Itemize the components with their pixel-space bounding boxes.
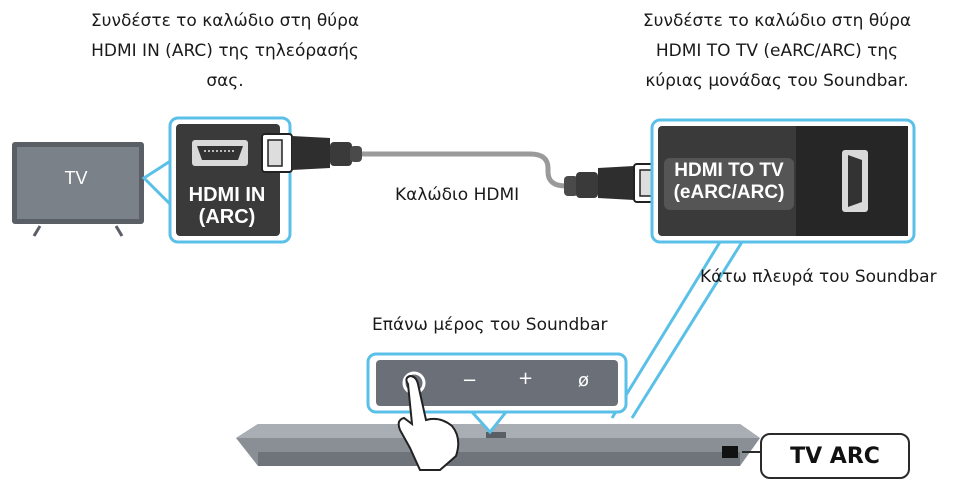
hdmi-cable — [360, 151, 570, 189]
tv-connection-callout: Συνδέστε το καλώδιο στη θύρα HDMI IN (AR… — [60, 6, 390, 96]
port-label-text: (eARC/ARC) — [673, 182, 785, 203]
soundbar-connection-callout: Συνδέστε το καλώδιο στη θύρα HDMI TO TV … — [612, 6, 942, 96]
button-panel — [376, 360, 618, 406]
callout-text: HDMI TO TV (eARC/ARC) της — [655, 41, 899, 61]
callout-line — [610, 241, 722, 419]
soundbar-illustration — [236, 424, 760, 466]
hdmi-plug-right — [564, 163, 663, 203]
hdmi-in-port-label: HDMI IN (ARC) — [184, 184, 270, 228]
port-label-text: HDMI TO TV — [674, 160, 784, 181]
tv-illustration — [12, 142, 144, 237]
callout-text: Συνδέστε το καλώδιο στη θύρα — [642, 11, 912, 31]
hdmi-plug-left — [261, 133, 362, 173]
cable-label: Καλώδιο HDMI — [395, 185, 520, 205]
hdmi-to-tv-port-label: HDMI TO TV (eARC/ARC) — [668, 160, 790, 204]
callout-text: Συνδέστε το καλώδιο στη θύρα — [90, 11, 360, 31]
mic-button[interactable]: ø — [578, 370, 590, 391]
volume-up-button[interactable]: + — [518, 368, 534, 389]
tv-callout-pointer — [141, 157, 174, 210]
hdmi-in-port-icon — [192, 140, 248, 166]
volume-down-button[interactable]: − — [462, 370, 478, 391]
soundbar-bottom-label: Κάτω πλευρά του Soundbar — [700, 267, 937, 287]
hand-icon — [397, 374, 460, 471]
hdmi-to-tv-port-icon — [842, 150, 868, 212]
callout-text: HDMI IN (ARC) της τηλεόρασής — [91, 41, 359, 61]
button-callout-pointer — [470, 410, 508, 435]
callout-line — [630, 241, 744, 419]
tv-arc-display-label: TV ARC — [760, 433, 910, 479]
tv-screen-label: TV — [64, 168, 88, 188]
port-label-text: (ARC) — [198, 206, 256, 228]
port-label-text: HDMI IN — [188, 184, 266, 206]
soundbar-top-label: Επάνω μέρος του Soundbar — [372, 315, 608, 335]
callout-text: κύριας μονάδας του Soundbar. — [645, 71, 909, 91]
callout-text: σας. — [206, 71, 244, 91]
